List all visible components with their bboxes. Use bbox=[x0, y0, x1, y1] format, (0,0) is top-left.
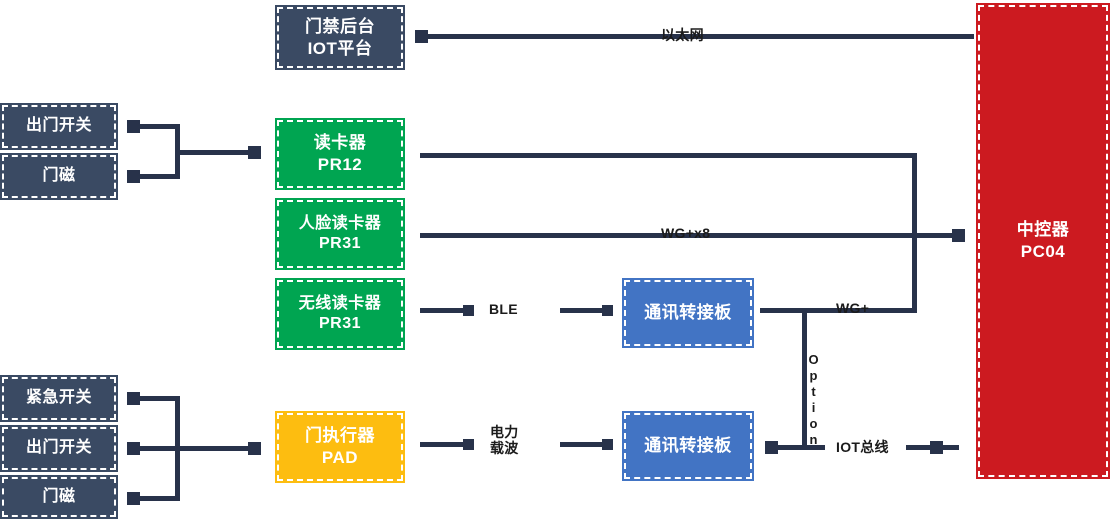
wire-tip-powerline-right bbox=[602, 439, 613, 450]
node-comm-board-bottom[interactable]: 通讯转接板 bbox=[622, 411, 754, 481]
node-central-controller-pc04[interactable]: 中控器 PC04 bbox=[976, 3, 1110, 479]
node-iot-platform[interactable]: 门禁后台 IOT平台 bbox=[275, 5, 405, 70]
node-reader-pr12[interactable]: 读卡器 PR12 bbox=[275, 118, 405, 190]
node-door-actuator-line2: PAD bbox=[321, 448, 359, 467]
node-iot-platform-line1: 门禁后台 bbox=[305, 16, 375, 36]
wire-tip-exit-switch-bottom bbox=[127, 442, 140, 455]
wire-bracket-top-trunk bbox=[175, 150, 255, 155]
wire-comm-board-top-out bbox=[760, 308, 917, 313]
node-comm-board-top[interactable]: 通讯转接板 bbox=[622, 278, 754, 348]
wire-tip-door-actuator-input bbox=[248, 442, 261, 455]
wire-ble-left bbox=[420, 308, 465, 313]
edge-label-ethernet: 以太网 bbox=[661, 27, 704, 43]
node-comm-board-top-label: 通讯转接板 bbox=[644, 303, 732, 323]
node-central-controller-line2: PC04 bbox=[1020, 242, 1066, 261]
wire-powerline-right bbox=[560, 442, 605, 447]
edge-label-iot-bus: IOT总线 bbox=[836, 439, 889, 455]
node-wireless-reader-pr31[interactable]: 无线读卡器 PR31 bbox=[275, 278, 405, 350]
node-iot-platform-line2: IOT平台 bbox=[307, 38, 373, 58]
node-face-reader-line2: PR31 bbox=[318, 235, 362, 252]
wire-tip-emergency-switch bbox=[127, 392, 140, 405]
wire-tip-ble-left bbox=[463, 305, 474, 316]
node-door-actuator-pad[interactable]: 门执行器 PAD bbox=[275, 411, 405, 483]
edge-label-wg-plus: WG+ bbox=[836, 300, 870, 316]
wire-ble-right bbox=[560, 308, 605, 313]
node-face-reader-line1: 人脸读卡器 bbox=[298, 214, 382, 232]
node-reader-pr12-line1: 读卡器 bbox=[313, 133, 367, 153]
wire-tip-powerline-left bbox=[463, 439, 474, 450]
node-central-controller-line1: 中控器 bbox=[1016, 220, 1070, 240]
node-exit-switch-top[interactable]: 出门开关 bbox=[0, 103, 118, 150]
wire-tip-door-magnet-top bbox=[127, 170, 140, 183]
wire-tip-reader-pr12-input bbox=[248, 146, 261, 159]
node-exit-switch-bottom-label: 出门开关 bbox=[25, 439, 92, 457]
node-reader-pr12-line2: PR12 bbox=[317, 155, 363, 174]
node-exit-switch-bottom[interactable]: 出门开关 bbox=[0, 425, 118, 472]
node-face-reader-pr31[interactable]: 人脸读卡器 PR31 bbox=[275, 198, 405, 270]
wire-tip-door-magnet-bottom bbox=[127, 492, 140, 505]
edge-label-ble: BLE bbox=[489, 301, 518, 317]
node-wireless-reader-line1: 无线读卡器 bbox=[298, 294, 382, 312]
wire-tip-exit-switch-top bbox=[127, 120, 140, 133]
node-door-magnet-top-label: 门磁 bbox=[42, 167, 76, 185]
node-door-magnet-bottom-label: 门磁 bbox=[42, 487, 76, 505]
edge-label-powerline-line2: 载波 bbox=[490, 440, 519, 457]
wire-exit-switch-top bbox=[136, 124, 180, 129]
wire-powerline-left bbox=[420, 442, 465, 447]
wire-door-magnet-bottom bbox=[136, 496, 180, 501]
wire-tip-iot-bus-start bbox=[765, 441, 778, 454]
edge-label-wg-x8: WG+x8 bbox=[661, 225, 711, 241]
wire-option-trunk bbox=[802, 308, 807, 447]
wire-pr12-out bbox=[420, 153, 917, 158]
wire-iot-bus-left bbox=[775, 445, 825, 450]
edge-label-powerline-line1: 电力 bbox=[490, 424, 519, 440]
node-door-actuator-line1: 门执行器 bbox=[305, 426, 375, 446]
wire-exit-switch-bottom bbox=[136, 446, 180, 451]
wire-tip-ble-right bbox=[602, 305, 613, 316]
wire-tip-wg-x8-end bbox=[952, 229, 965, 242]
node-emergency-switch[interactable]: 紧急开关 bbox=[0, 375, 118, 422]
node-door-magnet-bottom[interactable]: 门磁 bbox=[0, 475, 118, 519]
wire-door-magnet-top bbox=[136, 174, 180, 179]
wire-tip-ethernet-start bbox=[415, 30, 428, 43]
wire-emergency-switch bbox=[136, 396, 180, 401]
wire-wg-x8 bbox=[420, 233, 959, 238]
node-door-magnet-top[interactable]: 门磁 bbox=[0, 153, 118, 200]
wire-ethernet bbox=[424, 34, 974, 39]
node-comm-board-bottom-label: 通讯转接板 bbox=[644, 436, 732, 456]
edge-label-option: Option bbox=[806, 352, 821, 448]
node-wireless-reader-line2: PR31 bbox=[318, 315, 362, 332]
wire-bracket-bottom-trunk bbox=[175, 446, 255, 451]
edge-label-powerline: 电力 载波 bbox=[490, 424, 519, 456]
node-emergency-switch-label: 紧急开关 bbox=[25, 389, 92, 407]
node-exit-switch-top-label: 出门开关 bbox=[25, 117, 92, 135]
wire-tip-iot-bus-end bbox=[930, 441, 943, 454]
